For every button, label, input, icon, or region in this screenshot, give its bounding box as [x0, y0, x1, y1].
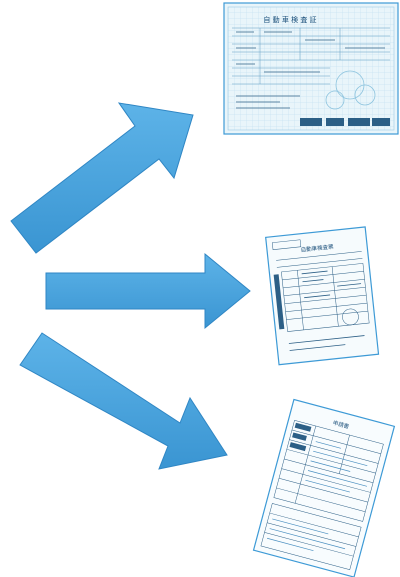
document-middle: 自動車検査票: [265, 226, 380, 366]
document-top: 自 動 車 検 査 証: [223, 2, 399, 135]
arrow-down-right: [19, 332, 228, 470]
document-middle-title: 自動車検査票: [300, 242, 334, 253]
document-top-title: 自 動 車 検 査 証: [263, 15, 316, 24]
arrow-up-right: [10, 102, 194, 254]
arrow-right: [45, 252, 251, 330]
document-bottom: 申請書: [252, 398, 396, 577]
